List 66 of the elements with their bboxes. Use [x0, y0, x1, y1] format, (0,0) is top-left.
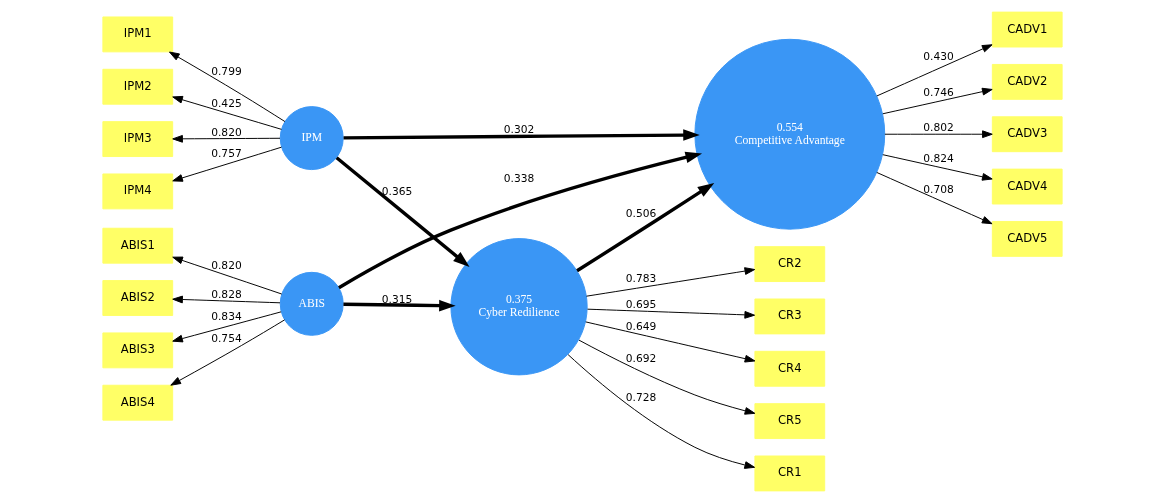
edge-label: 0.302: [503, 123, 535, 137]
arrow: [585, 321, 756, 363]
edge-label: 0.828: [211, 287, 242, 301]
edge-label: 0.338: [503, 172, 535, 186]
edge-label: 0.695: [625, 298, 657, 312]
edge-label: 0.506: [625, 207, 657, 221]
arrow: [343, 299, 456, 312]
node-box: CADV4: [991, 168, 1063, 205]
arrow: [172, 134, 281, 143]
node-box: CADV5: [991, 220, 1063, 257]
node-box: ABIS3: [102, 332, 174, 369]
arrow: [567, 354, 756, 469]
arrow: [172, 295, 281, 304]
edge-label: 0.834: [211, 310, 242, 324]
arrow: [172, 146, 282, 182]
edge-label: 0.746: [923, 86, 954, 100]
arrow: [338, 151, 703, 290]
node-box: CADV2: [991, 63, 1063, 100]
arrow: [882, 154, 993, 181]
arrow: [578, 339, 756, 415]
edge-label: 0.783: [625, 272, 657, 286]
edge-label: 0.799: [211, 64, 242, 78]
arrow: [587, 308, 756, 319]
node-circle: IPM: [279, 106, 344, 171]
arrow: [585, 267, 756, 297]
arrow: [882, 87, 993, 115]
node-box: CADV1: [991, 11, 1063, 48]
edge-label: 0.757: [211, 147, 242, 161]
node-box: IPM4: [102, 173, 174, 210]
edge-label: 0.692: [625, 351, 657, 365]
node-box: CR2: [754, 246, 826, 283]
edge-label: 0.708: [923, 183, 954, 197]
arrow: [876, 171, 993, 225]
node-box: ABIS2: [102, 280, 174, 316]
edge-label: 0.365: [381, 185, 413, 199]
edge-label: 0.728: [625, 390, 657, 404]
node-box: IPM2: [102, 68, 174, 105]
node-box: ABIS1: [102, 227, 174, 264]
arrow: [172, 95, 282, 130]
arrow: [884, 130, 993, 139]
arrow: [170, 319, 286, 386]
node-box: CR5: [754, 403, 826, 440]
node-box: CR3: [754, 298, 826, 335]
arrow: [172, 311, 282, 343]
edge-label: 0.430: [923, 50, 954, 64]
arrow: [576, 182, 715, 273]
edge-label: 0.754: [211, 332, 242, 346]
edge-label: 0.820: [211, 258, 242, 272]
node-box: CADV3: [991, 116, 1063, 153]
node-box: ABIS4: [102, 384, 174, 421]
arrow: [172, 256, 283, 295]
node-box: CR1: [754, 455, 826, 492]
arrow: [343, 129, 700, 141]
arrow: [168, 51, 286, 123]
node-box: IPM3: [102, 121, 174, 157]
edge-label: 0.425: [211, 96, 242, 110]
edge-label: 0.820: [211, 125, 242, 139]
node-circle: ABIS: [279, 271, 344, 336]
arrow: [876, 44, 993, 97]
edge-label: 0.802: [923, 121, 954, 135]
node-box: IPM1: [102, 16, 174, 53]
arrow: [335, 156, 470, 267]
edge-label: 0.315: [381, 292, 413, 306]
edge-label: 0.649: [625, 319, 657, 333]
node-box: CR4: [754, 350, 826, 387]
edge-label: 0.824: [923, 152, 954, 166]
